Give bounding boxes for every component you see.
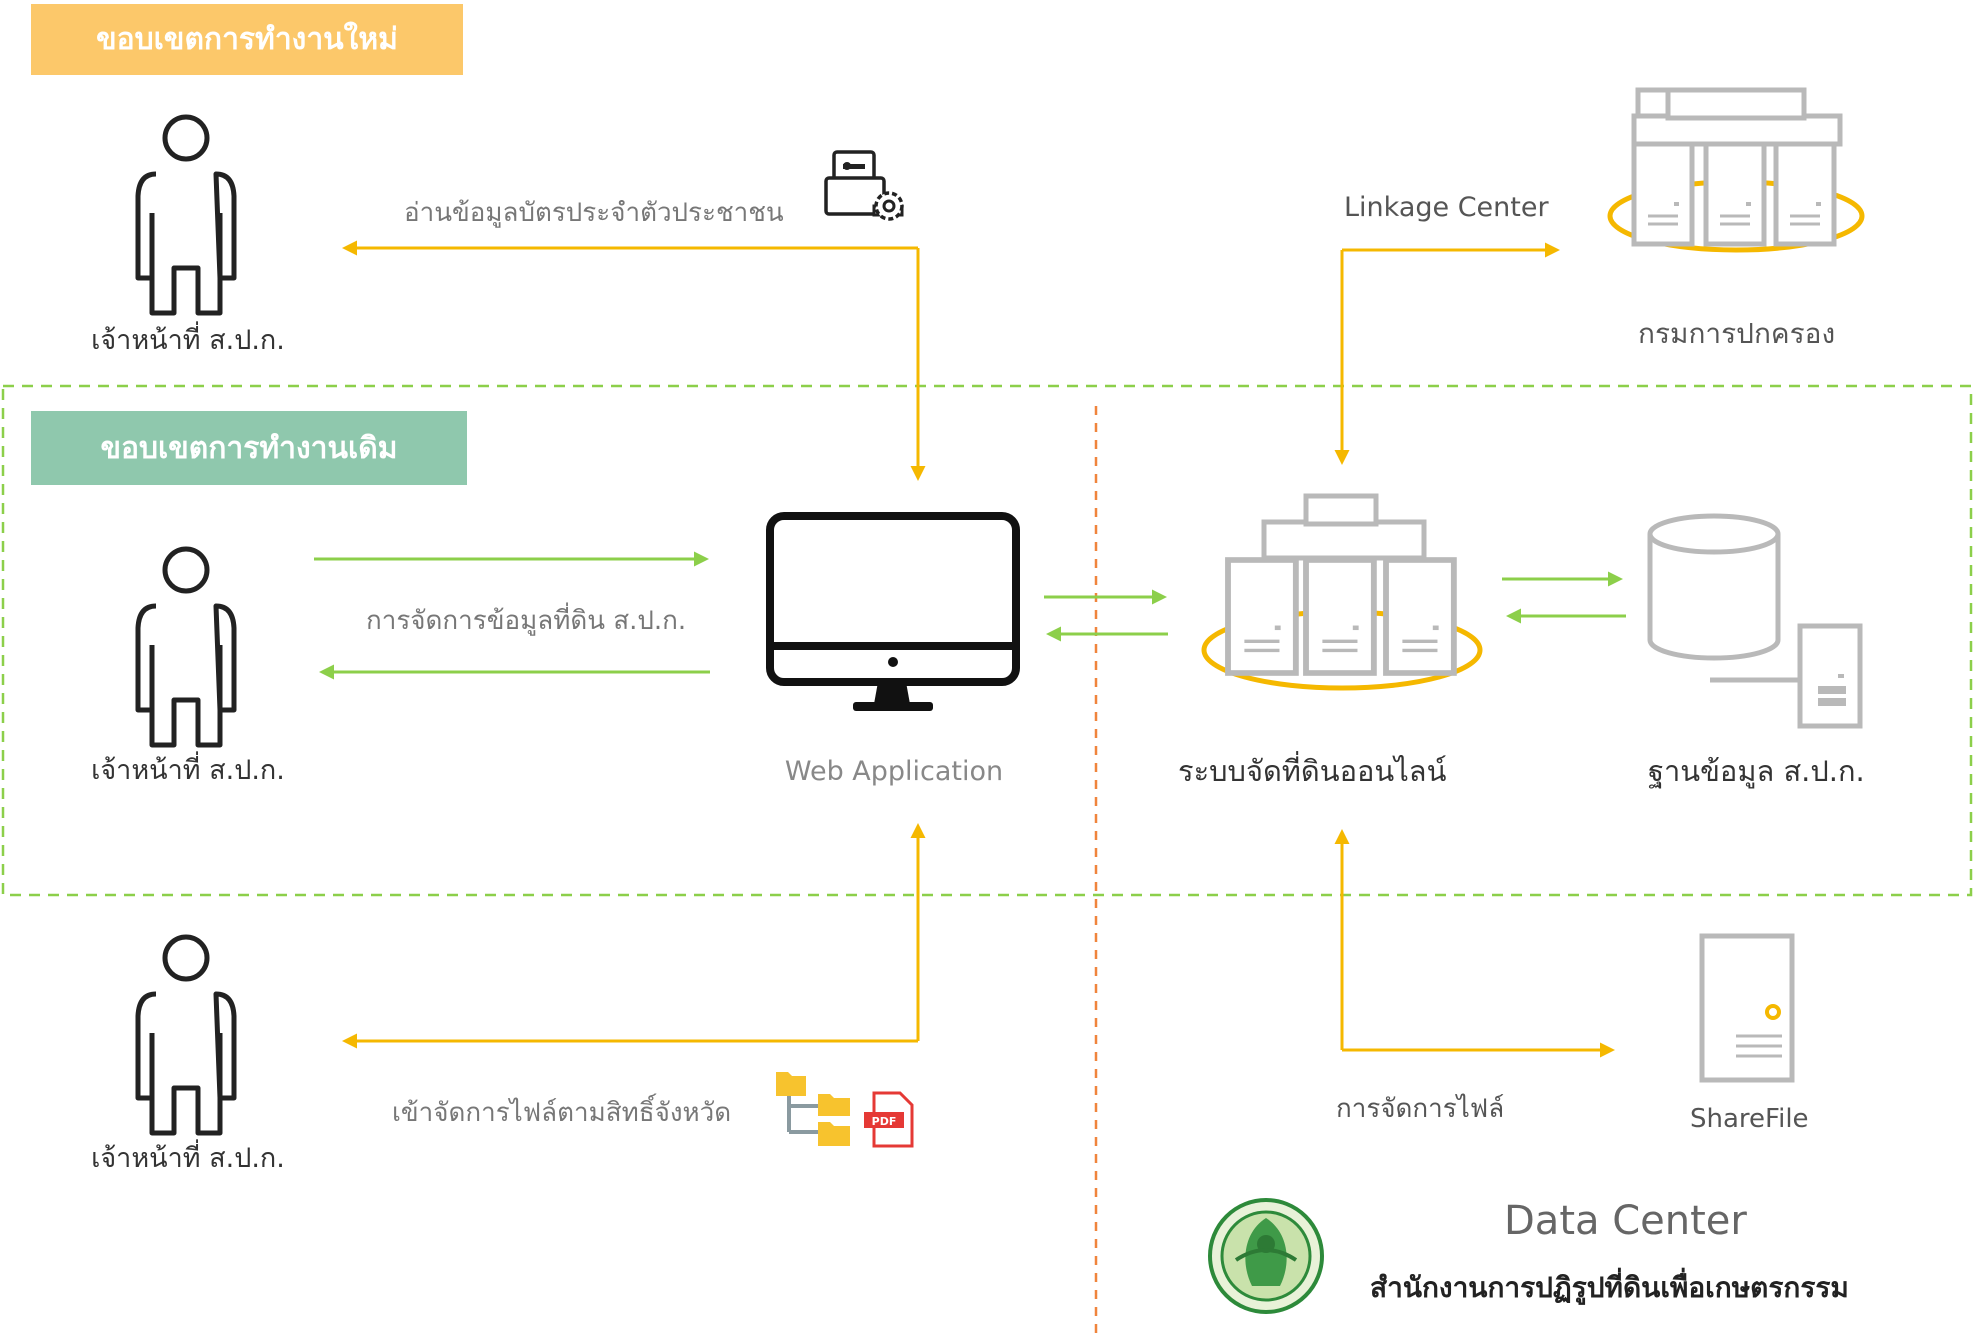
old-scope-boundary	[1, 384, 1973, 897]
dopa-server-cluster-icon	[1607, 87, 1865, 253]
new-scope-badge: ขอบเขตการทำงานใหม่	[31, 4, 463, 75]
pdf-file-icon: PDF	[864, 1091, 914, 1148]
manage-land-data-label: การจัดการข้อมูลที่ดิน ส.ป.ก.	[366, 606, 687, 636]
dopa-label: กรมการปกครอง	[1638, 317, 1836, 350]
alro-database-label: ฐานข้อมูล ส.ป.ก.	[1648, 754, 1865, 788]
person-icon	[138, 549, 234, 745]
online-land-system-label: ระบบจัดที่ดินออนไลน์	[1178, 754, 1447, 788]
old-scope-badge: ขอบเขตการทำงานเดิม	[31, 411, 467, 485]
file-server-icon	[1699, 933, 1795, 1083]
person-icon	[138, 117, 234, 313]
person-icon	[138, 937, 234, 1133]
online-land-system-server-cluster-icon	[1201, 493, 1483, 691]
file-management-label: การจัดการไฟล์	[1336, 1094, 1505, 1124]
access-files-label: เข้าจัดการไฟล์ตามสิทธิ์จังหวัด	[392, 1098, 732, 1128]
id-card-reader-icon	[824, 150, 904, 221]
organization-name: สำนักงานการปฏิรูปที่ดินเพื่อเกษตรกรรม	[1370, 1271, 1849, 1304]
officer-label: เจ้าหน้าที่ ส.ป.ก.	[91, 755, 285, 786]
svg-text:PDF: PDF	[872, 1115, 897, 1128]
officer-label: เจ้าหน้าที่ ส.ป.ก.	[91, 1143, 285, 1174]
web-application-label: Web Application	[784, 756, 1004, 787]
data-center-title: Data Center	[1504, 1198, 1747, 1244]
read-id-card-label: อ่านข้อมูลบัตรประจำตัวประชาชน	[404, 198, 784, 228]
officer-label: เจ้าหน้าที่ ส.ป.ก.	[91, 325, 285, 356]
folder-tree-icon	[776, 1072, 850, 1146]
database-icon	[1647, 513, 1863, 729]
alro-seal-logo	[1208, 1198, 1324, 1314]
linkage-center-label: Linkage Center	[1344, 192, 1549, 223]
monitor-icon	[766, 512, 1020, 711]
sharefile-label: ShareFile	[1690, 1104, 1809, 1134]
